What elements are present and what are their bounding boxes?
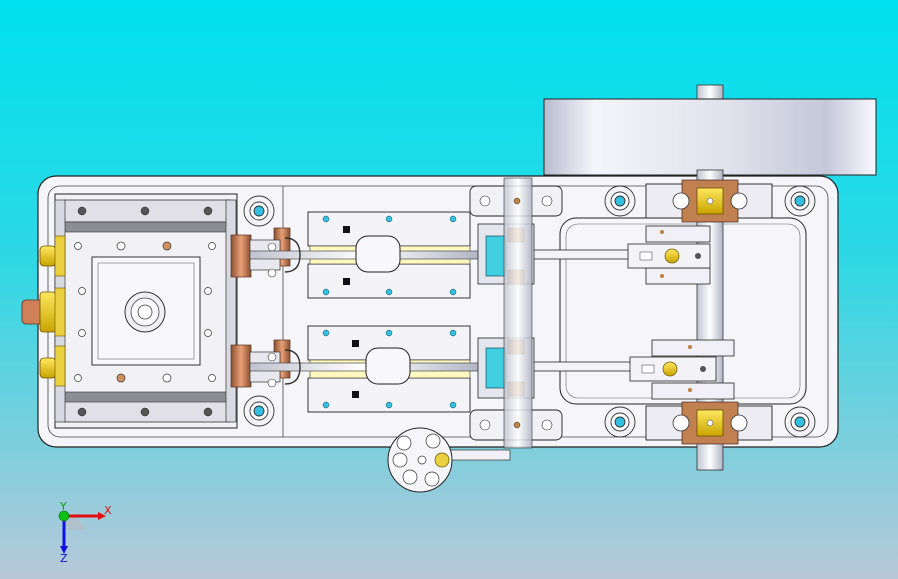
governor-pulley[interactable] bbox=[387, 427, 511, 493]
piston-rods[interactable] bbox=[249, 235, 481, 385]
bearing-blocks[interactable] bbox=[469, 177, 563, 449]
y-axis-dot bbox=[58, 510, 70, 522]
brass-fittings[interactable] bbox=[21, 235, 66, 387]
crosshead-guides[interactable] bbox=[307, 211, 471, 413]
cylinder-block[interactable] bbox=[54, 193, 238, 429]
crankshaft[interactable] bbox=[627, 169, 773, 471]
z-axis-label: Z bbox=[60, 552, 68, 565]
flywheel[interactable] bbox=[543, 84, 877, 176]
orientation-triad: X Y Z bbox=[58, 500, 112, 565]
mounting-bosses bbox=[243, 185, 816, 438]
x-axis-label: X bbox=[104, 504, 112, 517]
y-axis-label: Y bbox=[59, 500, 67, 513]
